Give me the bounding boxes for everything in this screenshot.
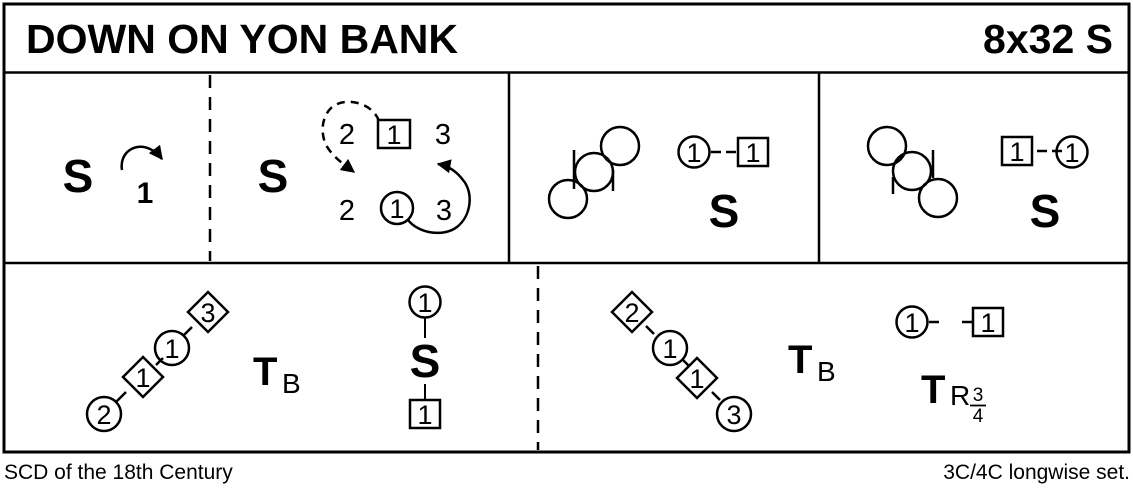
bottom-dancer-3: 3 — [436, 195, 452, 227]
dancer-diamond — [186, 290, 230, 334]
dancer-circle — [599, 125, 641, 167]
dance-title: DOWN ON YON BANK — [26, 16, 458, 62]
lady-circle — [895, 305, 929, 339]
dancer-circle — [153, 329, 191, 367]
cell-bars-5-6: 1 1 S — [547, 125, 770, 237]
cast-path-solid-arrow — [407, 159, 471, 235]
diagram-grid — [2, 2, 1131, 454]
cell-bars-9-16: 2 1 1 3 T B 1 S 1 — [85, 285, 442, 433]
dancer-diamond-number: 1 — [689, 364, 704, 394]
lady-circle-number: 1 — [686, 138, 701, 168]
cast-path-dashed-arrow — [321, 100, 381, 174]
bond-dash — [711, 391, 721, 401]
set-step-letter: S — [709, 185, 740, 237]
man-box-number: 1 — [386, 120, 401, 150]
bond-dash — [645, 325, 655, 335]
lady-circle-number: 1 — [389, 194, 404, 224]
dancer-circle-number: 3 — [726, 400, 741, 430]
turn-letter: T — [921, 368, 945, 412]
man-box — [1000, 135, 1034, 167]
dancer-circle — [917, 177, 959, 219]
couple-number: 1 — [137, 177, 154, 210]
dancer-diamond — [610, 290, 654, 334]
bond-dash — [115, 391, 127, 403]
cell-bars-7-8: 1 1 S — [866, 125, 1089, 237]
dancer-diamond-number: 2 — [624, 298, 639, 328]
bond-dash — [682, 359, 690, 367]
dancer-diamond — [675, 356, 719, 400]
set-type-label: 3C/4C longwise set. — [943, 461, 1130, 484]
man-box-number: 1 — [1009, 137, 1024, 167]
dancer-diamond-number: 1 — [135, 363, 150, 393]
turn-letter: T — [253, 350, 277, 394]
man-box — [408, 398, 442, 430]
lady-circle — [677, 135, 711, 169]
man-box-number: 1 — [745, 138, 760, 168]
lady-circle — [408, 285, 442, 319]
bond-dash — [155, 357, 164, 366]
top-dancer-3: 3 — [435, 119, 451, 151]
dancer-circle-number: 1 — [662, 334, 677, 364]
lady-circle — [379, 190, 415, 226]
dancer-circle — [866, 125, 908, 167]
cell-bars-17-24: 2 1 1 3 T B — [610, 290, 836, 433]
turn-both-hands-subscript: B — [817, 356, 836, 387]
set-step-letter: S — [63, 150, 94, 202]
outer-border — [2, 2, 1131, 454]
dancer-circle-number: 2 — [96, 400, 111, 430]
turn-arrow — [120, 144, 163, 171]
dancer-circle-number: 1 — [164, 334, 179, 364]
fraction-numerator: 3 — [973, 385, 984, 406]
cell-bars-1-2: S 1 — [63, 144, 163, 210]
top-dancer-2: 2 — [339, 119, 355, 151]
bond-dash — [183, 326, 193, 336]
man-box — [376, 118, 412, 150]
lady-circle-number: 1 — [417, 288, 432, 318]
man-box-number: 1 — [417, 400, 432, 430]
turn-right-hand-subscript: R — [950, 380, 970, 411]
man-box — [971, 306, 1005, 338]
set-step-letter: S — [1030, 185, 1061, 237]
repeats-label: 8x32 S — [983, 16, 1113, 62]
title-bar: DOWN ON YON BANK 8x32 S — [26, 16, 1113, 62]
dancer-diamond — [121, 355, 165, 399]
man-box — [736, 136, 770, 168]
turn-both-hands-subscript: B — [282, 368, 301, 399]
lady-circle — [1055, 135, 1089, 169]
dancer-circle — [85, 395, 123, 433]
bottom-dancer-2: 2 — [339, 195, 355, 227]
turn-letter: T — [788, 338, 812, 382]
dancer-circle — [651, 329, 689, 367]
cell-bars-25-32: 1 1 T R 3 4 — [895, 305, 1005, 427]
source-label: SCD of the 18th Century — [4, 461, 233, 484]
cell-bars-3-4: S 2 1 3 2 1 3 — [258, 100, 471, 235]
footer: SCD of the 18th Century 3C/4C longwise s… — [4, 461, 1130, 484]
dancer-circle — [891, 150, 933, 192]
dancer-circle — [715, 395, 753, 433]
lady-circle-number: 1 — [1064, 138, 1079, 168]
set-step-letter: S — [258, 150, 289, 202]
lady-circle-number: 1 — [904, 308, 919, 338]
dancer-circle — [547, 178, 589, 220]
dancer-diamond-number: 3 — [200, 298, 215, 328]
fraction-denominator: 4 — [973, 406, 984, 427]
set-step-letter: S — [410, 335, 441, 387]
man-box-number: 1 — [980, 308, 995, 338]
